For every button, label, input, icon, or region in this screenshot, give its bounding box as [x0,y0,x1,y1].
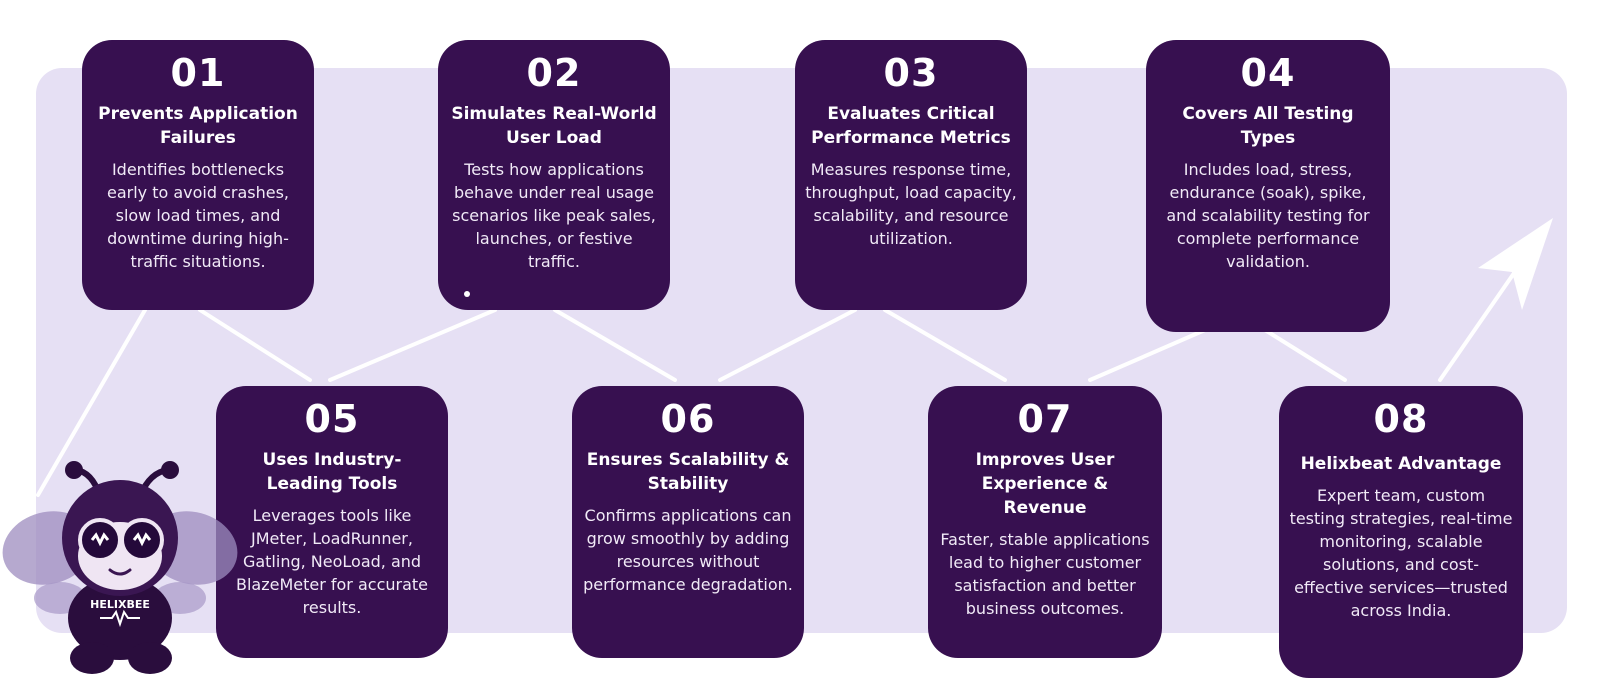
step-number: 08 [1373,397,1429,441]
step-card-08: 08 Helixbeat Advantage Expert team, cust… [1279,386,1523,678]
step-title: Helixbeat Advantage [1300,454,1502,474]
step-description: Tests how applications behave under real… [452,160,656,271]
arrow-head-icon [1478,218,1553,310]
step-title: Evaluates Critical Performance Metrics [811,104,1011,148]
zigzag-line [36,248,1532,497]
step-card-03: 03 Evaluates Critical Performance Metric… [795,40,1027,310]
step-title: Ensures Scalability & Stability [586,450,790,494]
step-card-06: 06 Ensures Scalability & Stability Confi… [572,386,804,658]
step-title: Simulates Real-World User Load [451,104,657,148]
step-card-04: 04 Covers All Testing Types Includes loa… [1146,40,1390,332]
step-card-01: 01 Prevents Application Failures Identif… [82,40,314,310]
step-number: 01 [170,51,226,95]
step-number: 04 [1240,51,1296,95]
mascot-label: HELIXBEE [90,598,150,611]
step-description: Includes load, stress, endurance (soak),… [1166,160,1370,271]
step-description: Leverages tools like JMeter, LoadRunner,… [235,506,429,617]
step-number: 06 [660,397,716,441]
step-number: 07 [1017,397,1073,441]
bullet-dot [464,291,470,297]
step-title: Uses Industry-Leading Tools [262,450,402,494]
step-card-07: 07 Improves User Experience & Revenue Fa… [928,386,1162,658]
step-title: Covers All Testing Types [1182,104,1354,148]
step-number: 03 [883,51,939,95]
step-title: Improves User Experience & Revenue [975,450,1115,518]
step-description: Confirms applications can grow smoothly … [583,506,793,594]
step-number: 05 [304,397,360,441]
step-description: Identifies bottlenecks early to avoid cr… [106,160,290,271]
bee-mascot-icon: HELIXBEE [2,461,238,674]
step-description: Faster, stable applications lead to high… [940,530,1150,618]
step-card-05: 05 Uses Industry-Leading Tools Leverages… [216,386,448,658]
step-title: Prevents Application Failures [98,104,298,148]
step-card-02: 02 Simulates Real-World User Load Tests … [438,40,670,310]
step-description: Expert team, custom testing strategies, … [1289,486,1513,620]
step-number: 02 [526,51,582,95]
step-description: Measures response time, throughput, load… [805,160,1017,248]
